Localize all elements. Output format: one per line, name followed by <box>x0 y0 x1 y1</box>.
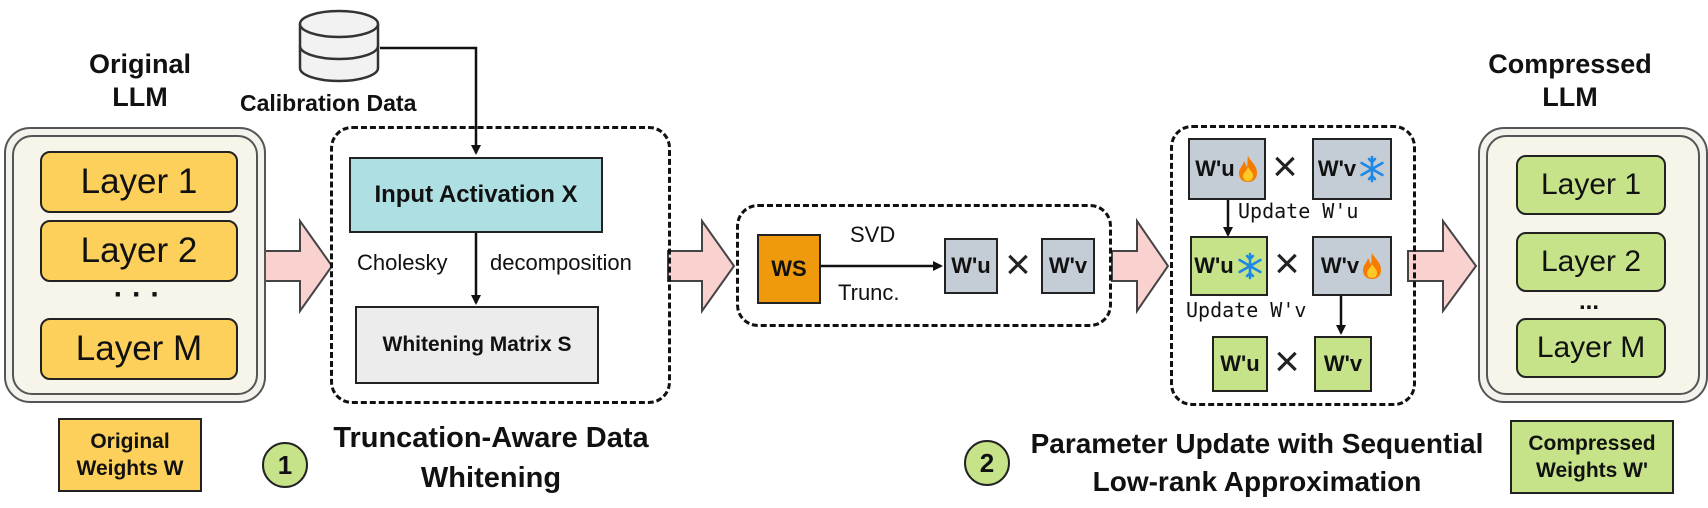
trunc-label: Trunc. <box>838 280 900 305</box>
update-wv-label: Update W'v <box>1186 298 1307 322</box>
original-llm-title: Original LLM <box>88 49 191 112</box>
row3-wu-box: W'u <box>1212 336 1268 392</box>
step-1-title: Truncation-Aware Data Whitening <box>333 422 649 494</box>
step-2-title: Parameter Update with Sequential Low-ran… <box>1030 428 1484 497</box>
whitening-dashed-group <box>330 126 671 404</box>
compressed-weights-label: Compressed Weights W' <box>1510 420 1674 494</box>
decomposition-label: decomposition <box>490 250 632 275</box>
update-dashed-group <box>1170 125 1416 406</box>
compressed-layer-ellipsis: ... <box>1578 288 1599 315</box>
svd-wv-box: W'v <box>1041 238 1095 294</box>
snowflake-icon <box>1238 252 1262 280</box>
row1-wv-label: W'v <box>1317 156 1357 181</box>
row1-wu-box: W'u <box>1188 138 1266 200</box>
flow-arrow-2 <box>667 217 736 315</box>
row2-wu-box: W'u <box>1190 236 1268 296</box>
svd-dashed-group <box>736 204 1112 327</box>
row1-wv-box: W'v <box>1312 138 1392 200</box>
cholesky-label: Cholesky <box>357 250 448 275</box>
row3-wv-box: W'v <box>1314 336 1372 392</box>
update-wu-label: Update W'u <box>1238 199 1359 223</box>
flow-arrow-3 <box>1111 217 1170 315</box>
original-layer-m: Layer M <box>40 318 238 380</box>
step-1-badge: 1 <box>262 442 308 488</box>
row2-wu-label: W'u <box>1194 253 1234 278</box>
original-weights-label: Original Weights W <box>58 418 202 492</box>
compressed-layer-m: Layer M <box>1516 318 1666 378</box>
compressed-llm-title: Compressed LLM <box>1488 49 1652 112</box>
original-layer-2: Layer 2 <box>40 220 238 282</box>
times-icon: × <box>1005 240 1031 289</box>
calibration-data-label: Calibration Data <box>240 90 417 116</box>
times-icon: × <box>1274 337 1300 386</box>
compressed-layer-1: Layer 1 <box>1516 155 1666 215</box>
original-layer-ellipsis: · · · <box>113 278 161 311</box>
whitening-matrix-box: Whitening Matrix S <box>355 306 599 384</box>
compressed-layer-2: Layer 2 <box>1516 232 1666 292</box>
fire-icon <box>1363 253 1382 279</box>
snowflake-icon <box>1360 155 1384 183</box>
row2-wv-label: W'v <box>1320 253 1360 278</box>
times-icon: × <box>1272 142 1298 191</box>
ws-box: WS <box>757 234 821 304</box>
svd-wu-box: W'u <box>944 238 998 294</box>
row2-wv-box: W'v <box>1312 236 1392 296</box>
calibration-arrow <box>380 46 481 155</box>
times-icon: × <box>1274 239 1300 288</box>
svd-label: SVD <box>850 222 896 247</box>
original-layer-1: Layer 1 <box>40 151 238 213</box>
row1-wu-label: W'u <box>1195 156 1235 181</box>
database-icon <box>298 9 380 83</box>
fire-icon <box>1238 156 1257 182</box>
step-2-badge: 2 <box>964 440 1010 486</box>
flow-arrow-1 <box>264 217 334 315</box>
input-activation-box: Input Activation X <box>349 157 603 233</box>
flow-arrow-4 <box>1407 217 1478 315</box>
